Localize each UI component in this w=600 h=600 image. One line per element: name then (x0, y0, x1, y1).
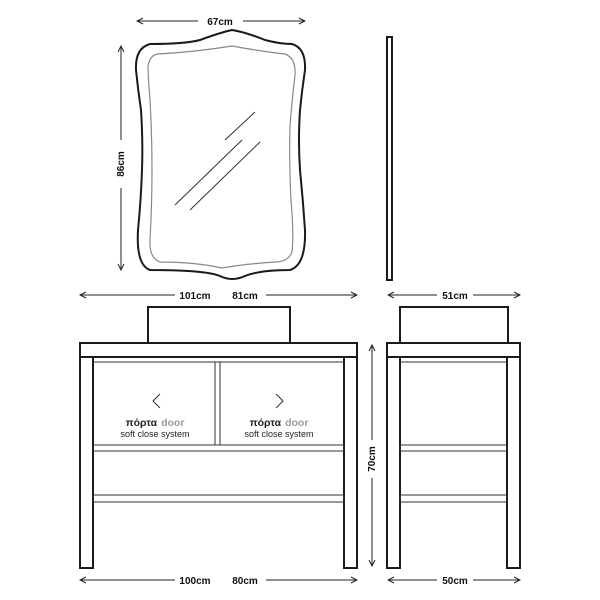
mirror-side-view (386, 36, 393, 281)
cabinet-bottom-depth-dimension: 50cm (388, 576, 520, 587)
door-subtitle: soft close system (244, 429, 313, 439)
mirror-reflection-line (224, 111, 256, 141)
mirror-front-view (134, 28, 307, 280)
mirror-reflection-line (174, 139, 243, 206)
cabinet-bottom-width-dimension: 100cm 80cm (80, 576, 357, 587)
bottom-inner-width-label: 80cm (232, 576, 258, 587)
back-leg (506, 356, 521, 569)
cabinet-height-dimension: 70cm (367, 345, 378, 566)
cabinet-top-width-dimension: 101cm 81cm (80, 291, 357, 302)
door-left: πόρτα door soft close system (120, 393, 190, 439)
door-label: πόρτα door (250, 413, 309, 430)
mirror-width-dimension: 67cm (137, 17, 305, 28)
door-english-label: door (285, 417, 308, 429)
cabinet-front-view (79, 306, 358, 569)
middle-shelf-side (399, 444, 508, 452)
door-greek-label: πόρτα (126, 417, 158, 429)
depth-top-label: 51cm (442, 291, 468, 302)
basin-side (399, 306, 509, 344)
mirror-height-label: 86cm (116, 151, 127, 177)
chevron-left-icon (152, 393, 161, 409)
countertop (79, 342, 358, 358)
height-label: 70cm (367, 446, 378, 472)
mirror-reflection-line (189, 141, 261, 211)
right-leg (343, 356, 358, 569)
door-right: πόρτα door soft close system (244, 393, 314, 439)
door-greek-label: πόρτα (250, 417, 282, 429)
mirror-frame-inner (147, 45, 296, 269)
depth-bottom-label: 50cm (442, 576, 468, 587)
door-english-label: door (161, 417, 184, 429)
mirror-height-dimension: 86cm (116, 46, 127, 270)
basin (147, 306, 291, 344)
cabinet-side-view (386, 306, 521, 569)
middle-shelf (92, 444, 345, 452)
bottom-shelf (92, 494, 345, 503)
mirror-frame-outer (134, 28, 307, 280)
bottom-shelf-side (399, 494, 508, 503)
mirror-width-label: 67cm (207, 17, 233, 28)
front-leg (386, 356, 401, 569)
inner-width-label: 81cm (232, 291, 258, 302)
cabinet-top-depth-dimension: 51cm (388, 291, 520, 302)
countertop-side (386, 342, 521, 358)
chevron-right-icon (275, 393, 284, 409)
left-leg (79, 356, 94, 569)
door-subtitle: soft close system (120, 429, 189, 439)
bottom-outer-width-label: 100cm (179, 576, 210, 587)
door-label: πόρτα door (126, 413, 185, 430)
outer-width-label: 101cm (179, 291, 210, 302)
